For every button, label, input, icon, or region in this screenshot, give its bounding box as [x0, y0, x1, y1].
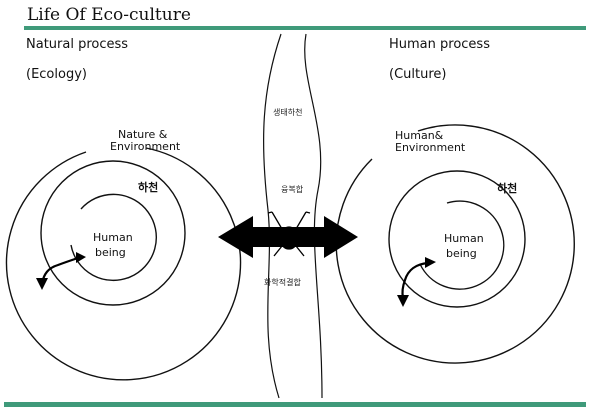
left-middle-ring [40, 160, 186, 306]
left-inner-ring [70, 193, 157, 282]
left-curved-arrow-icon [36, 252, 86, 290]
left-circles [5, 147, 242, 381]
bottom-rule [4, 402, 586, 407]
left-inner-label-line2: being [95, 246, 126, 259]
left-outer-label-line1: Nature & [118, 128, 168, 141]
left-outer-label-line2: Environment [110, 140, 181, 153]
right-circles [335, 124, 575, 364]
river-band [262, 33, 323, 399]
left-inner-label-line1: Human [93, 231, 133, 244]
right-outer-ring [335, 124, 575, 364]
left-middle-label: 하천 [138, 180, 158, 194]
right-subheading: (Culture) [389, 67, 446, 82]
center-label-top: 생태하천 [273, 107, 302, 117]
right-curved-arrow-icon [397, 257, 436, 307]
insect-icon [267, 211, 311, 257]
right-middle-label: 하천 [497, 181, 517, 195]
right-inner-label-line1: Human [444, 232, 484, 245]
right-inner-ring [419, 200, 505, 290]
right-inner-label-line2: being [446, 247, 477, 260]
page-title: Life Of Eco-culture [27, 5, 191, 25]
right-heading: Human process [389, 37, 490, 52]
center-label-bottom: 화학적결합 [264, 277, 301, 287]
right-outer-label-line2: Environment [395, 141, 466, 154]
left-heading: Natural process [26, 37, 128, 52]
right-middle-ring [388, 170, 526, 308]
center-label-middle: 융복합 [281, 185, 304, 194]
river-right-bank [304, 33, 323, 399]
top-rule [24, 26, 586, 30]
left-subheading: (Ecology) [26, 67, 87, 82]
river-left-bank [262, 33, 282, 399]
left-outer-ring [5, 147, 242, 381]
right-outer-label-line1: Human& [395, 129, 444, 142]
